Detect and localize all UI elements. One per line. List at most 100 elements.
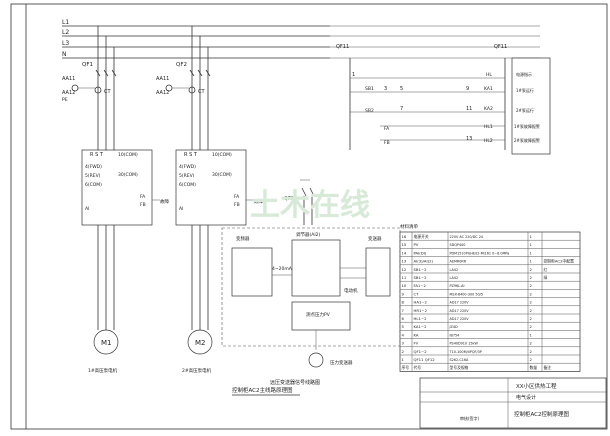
vfd2-ai: AI xyxy=(179,206,183,212)
vfd1-in1: 4(FWD) xyxy=(85,164,102,170)
legend-cell: 绿 xyxy=(544,275,548,280)
legend-cell: 14 xyxy=(402,250,407,255)
bus-label-n: N xyxy=(62,51,67,58)
bus-lines: L1 L2 L3 N xyxy=(62,19,330,59)
qf2-label: QF2 xyxy=(176,62,187,68)
vfd1-fb: FB xyxy=(140,202,146,208)
legend-cell: JZ4D xyxy=(449,325,458,329)
control-ka2: KA2 xyxy=(484,106,493,112)
control-hl2: HL2 xyxy=(484,138,493,144)
bus-label-l1: L1 xyxy=(62,19,69,26)
control-sb1: SB1 xyxy=(365,86,374,92)
control-row-5: 5 xyxy=(400,86,403,92)
legend-cell: 2 xyxy=(530,291,533,296)
ground1-label: PE xyxy=(62,97,68,103)
legend-cell: 2 xyxy=(530,283,533,288)
legend-header-cell: 备注 xyxy=(544,365,552,370)
qf12-circuit: QF12 xyxy=(284,179,315,225)
ct2-label: CT xyxy=(198,89,205,95)
legend-cell: 2 xyxy=(530,357,533,362)
legend-header-cell: 代号 xyxy=(414,365,422,370)
sheet-border xyxy=(10,3,608,430)
bus-label-l3: L3 xyxy=(62,40,69,47)
legend-cell: 2 xyxy=(530,300,533,305)
ct1-coil xyxy=(94,86,102,94)
legend-cell: 2 xyxy=(530,324,533,329)
control-label-4: 1#泵故障报警 xyxy=(514,123,540,129)
qf12-label: QF12 xyxy=(284,196,297,202)
legend-frame xyxy=(399,231,581,372)
qf11-label-left: QF11 xyxy=(336,44,349,50)
pressure-pv-box xyxy=(291,301,351,331)
vfd1-fault: 故障 xyxy=(160,198,169,205)
pressure-diagram: 变频器 调节器(AI2) 变送器 4~20mA 电动机 测点压力PV 压力变送器… xyxy=(221,227,401,386)
motor1-symbol xyxy=(93,329,119,355)
vfd1-in2: 5(REV) xyxy=(85,173,101,179)
qf12-contact-b xyxy=(309,187,315,197)
legend-cell: 控制柜AC2中配置 xyxy=(544,259,575,264)
qf1-contact-a xyxy=(95,69,101,77)
control-row-7: 7 xyxy=(400,106,403,112)
legend-cell: MSX-8400-300 50/5 xyxy=(450,292,483,296)
control-label-3: 2#泵运行 xyxy=(516,107,534,113)
vfd1-title: R S T xyxy=(90,152,104,158)
pressure-inner-box xyxy=(291,239,341,297)
control-row-3: 3 xyxy=(384,86,387,92)
motor2-label: M2 xyxy=(195,339,206,347)
legend-cell: 3 xyxy=(402,341,405,346)
qf1-contact-c xyxy=(111,69,117,77)
legend-cell: FV xyxy=(414,341,419,346)
title-block-frame xyxy=(419,377,607,429)
pressure-pv-label: 测点压力PV xyxy=(306,311,331,318)
bus-label-l2: L2 xyxy=(62,29,69,36)
legend-cell: LA42 xyxy=(450,276,459,280)
vfd1-in3: 6(COM) xyxy=(85,182,102,188)
title-project: XX小区供热工程 xyxy=(516,382,557,390)
control-label-column xyxy=(511,57,551,155)
vfd2-title: R S T xyxy=(184,152,198,158)
vfd2-in1: 4(FWD) xyxy=(179,164,196,170)
control-row-1: 1 xyxy=(352,72,355,78)
control-ka1: KA1 xyxy=(484,86,493,92)
legend-cell: 13 xyxy=(402,259,407,264)
motor2-caption: 2#高压泵电机 xyxy=(182,367,212,374)
legend-cell: 4 xyxy=(402,332,405,337)
ammeter1-label: AA11 xyxy=(62,76,75,82)
legend-cell: CT xyxy=(414,291,420,296)
motor1-label: M1 xyxy=(101,339,112,347)
legend-cell: AD17 220V xyxy=(450,301,470,305)
legend-cell: 1 xyxy=(530,332,533,337)
control-sb2: SB2 xyxy=(365,108,374,114)
legend-cell: SB1~2 xyxy=(414,267,428,272)
legend-cell: S262-C16A xyxy=(450,358,470,362)
vfd2-fb: FB xyxy=(234,202,240,208)
legend-cell: 8 xyxy=(402,300,405,305)
panel-caption: 控制柜AC2主线路原理图 xyxy=(232,386,293,394)
legend-title: 材料清单 xyxy=(400,223,418,230)
legend-cell: 220V AC 220/DC 24 xyxy=(450,235,484,239)
title-block: XX小区供热工程 电气设计 控制柜AC2控制原理图 审核(签字) xyxy=(419,377,607,429)
legend-header-cell: 型号及规格 xyxy=(450,365,469,370)
legend-cell: AI(3)/AI(2) xyxy=(414,259,434,264)
control-label-1: 电源指示 xyxy=(516,71,532,77)
vfd1-fa: FA xyxy=(140,194,146,200)
legend-cell: 2 xyxy=(530,341,533,346)
legend-cell: LA42 xyxy=(450,268,459,272)
qf1-contact-b xyxy=(103,69,109,77)
legend-cell: PZ96L-AI xyxy=(450,284,465,288)
pressure-caption: 远压变送器信号线路图 xyxy=(270,379,320,386)
legend-cell: AD17 220V xyxy=(450,317,470,321)
vfd2-fa: FA xyxy=(234,194,240,200)
branch-2: QF2 CT AA11 AA12 xyxy=(156,26,211,150)
ammeter3-label: AA11 xyxy=(156,76,169,82)
legend-cell: 15 xyxy=(402,242,407,247)
vfd1-pin30: 30(COM) xyxy=(118,172,138,178)
legend-cell: SB1~2 xyxy=(414,275,428,280)
pressure-relay: 电动机 xyxy=(344,287,358,294)
control-label-2: 1#泵运行 xyxy=(516,87,534,93)
vfd2-fault: 故障 xyxy=(254,198,263,205)
motor1-caption: 1#高压泵电机 xyxy=(88,367,118,374)
legend-cell: HR1~2 xyxy=(414,308,428,313)
